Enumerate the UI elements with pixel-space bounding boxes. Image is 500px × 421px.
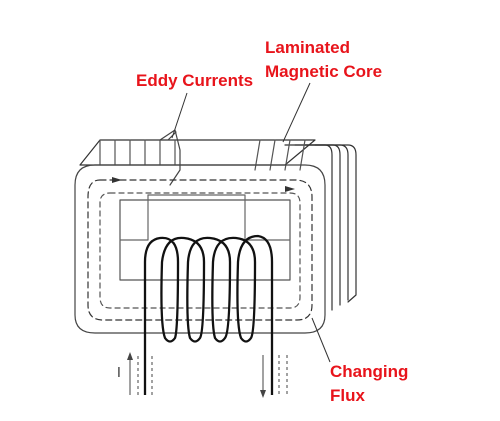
arrow-right-icon bbox=[112, 177, 295, 192]
eddy-current-slice bbox=[159, 129, 181, 186]
eddy-leader-line bbox=[171, 92, 188, 139]
flux-leader-line bbox=[311, 317, 331, 363]
laminated-core-label-line2: Magnetic Core bbox=[265, 62, 383, 81]
current-marker-label: I bbox=[117, 366, 121, 381]
changing-flux-label-line2: Flux bbox=[330, 386, 365, 405]
lamination-stack bbox=[284, 144, 357, 311]
eddy-currents-label: Eddy Currents bbox=[136, 71, 254, 90]
laminated-core-label-line1: Laminated bbox=[265, 38, 351, 57]
flux-path bbox=[87, 179, 313, 321]
core-leader-line bbox=[282, 82, 311, 143]
changing-flux-label-line1: Changing bbox=[330, 362, 409, 381]
core-window bbox=[119, 199, 291, 281]
core-front-face bbox=[74, 164, 326, 334]
coil-winding bbox=[143, 234, 274, 395]
current-indicators bbox=[127, 352, 288, 398]
